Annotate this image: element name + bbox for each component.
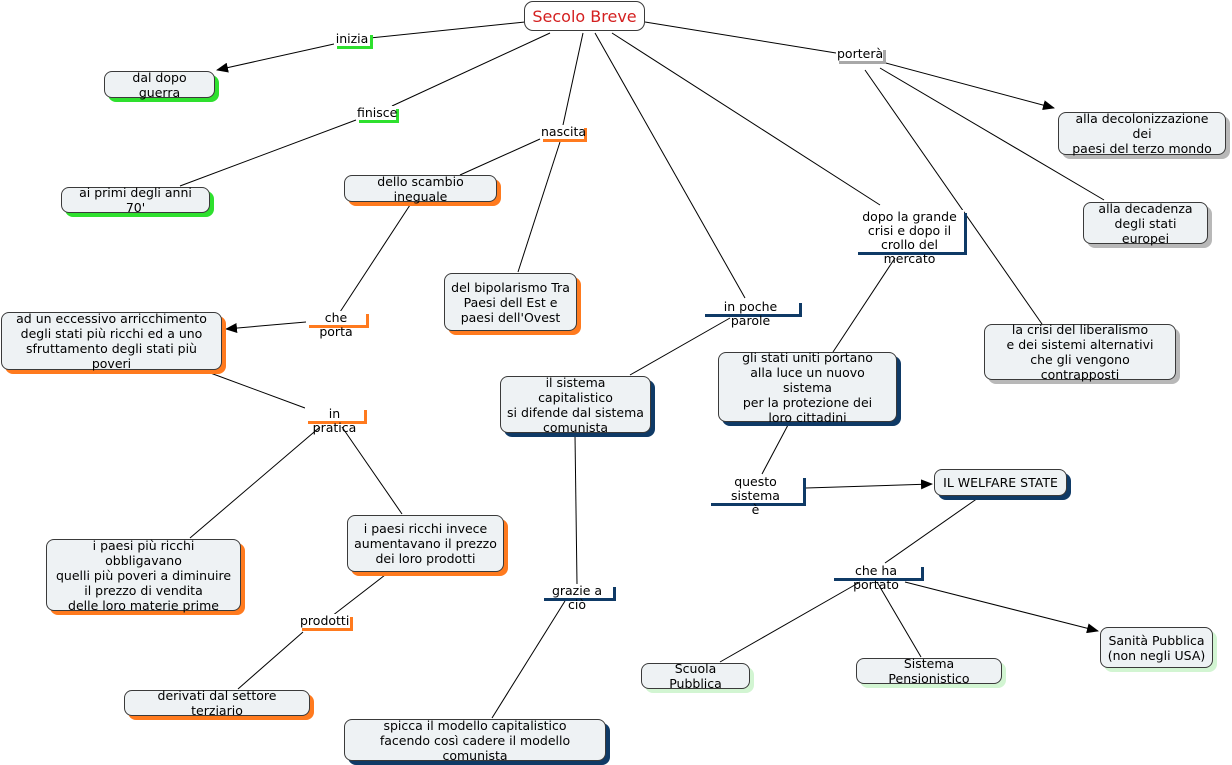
concept-dal-dopo-guerra[interactable]: dal dopo guerra <box>104 70 215 100</box>
concept-paesi-ricchi-aumentavano[interactable]: i paesi ricchi invece aumentavano il pre… <box>347 515 504 572</box>
link-finisce[interactable]: finisce <box>356 105 398 120</box>
concept-stati-uniti[interactable]: gli stati uniti portano alla luce un nuo… <box>718 350 897 425</box>
concept-sanita-pubblica[interactable]: Sanità Pubblica (non negli USA) <box>1100 627 1213 668</box>
link-prodotti[interactable]: prodotti <box>299 613 350 628</box>
concept-arricchimento[interactable]: ad un eccessivo arricchimento degli stat… <box>1 311 222 371</box>
link-dopo-la-grande-crisi[interactable]: dopo la grande crisi e dopo il crollo de… <box>855 210 964 266</box>
link-che-ha-portato[interactable]: che ha portato <box>831 564 921 592</box>
link-nascita[interactable]: nascita <box>540 124 587 139</box>
link-inizia[interactable]: inizia <box>334 31 370 46</box>
concept-settore-terziario[interactable]: derivati dal settore terziario <box>124 688 310 718</box>
concept-paesi-ricchi-obbligavano[interactable]: i paesi più ricchi obbligavano quelli pi… <box>46 538 241 613</box>
link-portera[interactable]: porterà <box>836 46 884 61</box>
title-node[interactable]: Secolo Breve <box>524 1 645 31</box>
concept-sistema-pensionistico[interactable]: Sistema Pensionistico <box>856 656 1002 686</box>
concept-welfare-state[interactable]: IL WELFARE STATE <box>934 469 1067 496</box>
concept-bipolarismo[interactable]: del bipolarismo Tra Paesi dell Est e pae… <box>444 273 577 331</box>
link-che-porta[interactable]: che porta <box>306 311 366 339</box>
concept-decadenza-stati-europei[interactable]: alla decadenza degli stati europei <box>1083 201 1208 246</box>
concept-decolonizzazione[interactable]: alla decolonizzazione dei paesi del terz… <box>1058 111 1226 156</box>
concept-scambio-ineguale[interactable]: dello scambio ineguale <box>344 174 497 204</box>
concept-crisi-liberalismo[interactable]: la crisi del liberalismo e dei sistemi a… <box>984 322 1176 382</box>
concept-modello-capitalistico[interactable]: spicca il modello capitalistico facendo … <box>344 718 606 763</box>
link-questo-sistema[interactable]: questo sistema è <box>708 475 803 517</box>
link-in-poche-parole[interactable]: in poche parole <box>702 300 799 328</box>
concept-anni-70[interactable]: ai primi degli anni 70' <box>61 185 210 215</box>
concept-sistema-capitalistico[interactable]: il sistema capitalistico si difende dal … <box>500 375 651 435</box>
link-in-pratica[interactable]: in pratica <box>305 407 364 435</box>
concept-scuola-pubblica[interactable]: Scuola Pubblica <box>641 661 750 691</box>
link-grazie-a-cio[interactable]: grazie a ciò <box>541 584 613 612</box>
